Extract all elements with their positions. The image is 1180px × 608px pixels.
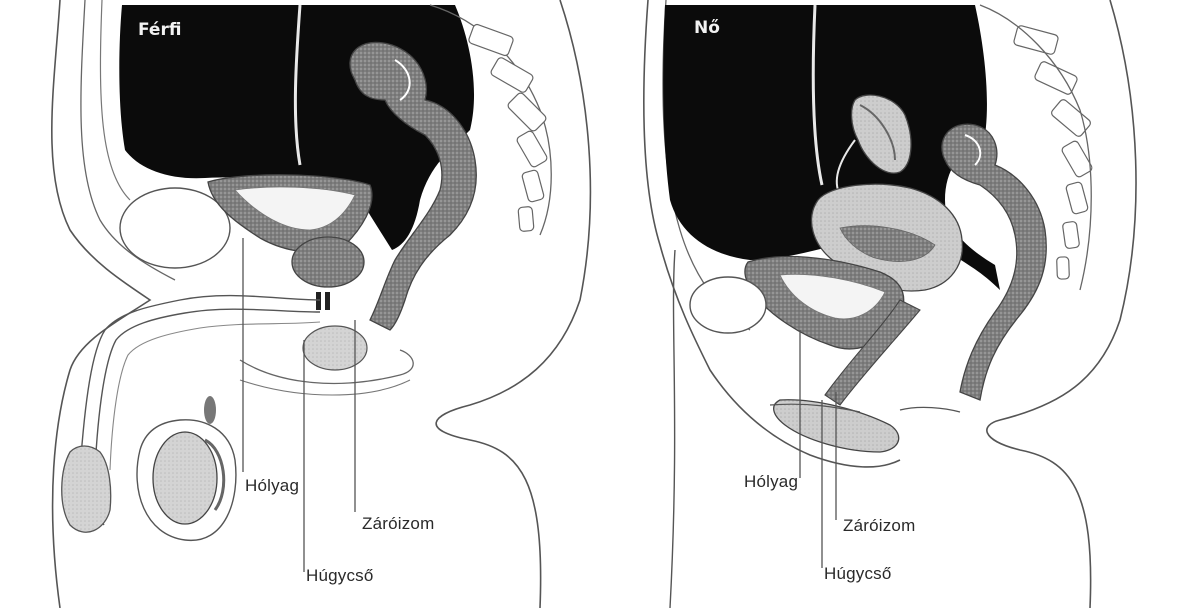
female-title: Nő [694,18,720,38]
female-urethra-label: Húgycső [824,564,892,584]
female-anatomy-panel: Nő Hólyag Záróizom Húgycső [600,0,1180,608]
female-bladder-label: Hólyag [744,472,798,492]
male-sphincter-label: Záróizom [362,514,434,534]
male-bladder-label: Hólyag [245,476,299,496]
male-spine-vertebrae [468,23,548,231]
male-anatomy-illustration [0,0,620,608]
male-anatomy-panel: Férfi Hólyag Záróizom Húgycső [0,0,620,608]
female-sphincter-label: Záróizom [843,516,915,536]
male-pubic-bone [120,188,230,268]
male-prostate [292,237,364,287]
male-glans [62,446,111,532]
male-urethra-label: Húgycső [306,566,374,586]
male-testis [153,432,217,524]
female-pubic-bone [690,277,766,333]
male-title: Férfi [138,20,181,40]
